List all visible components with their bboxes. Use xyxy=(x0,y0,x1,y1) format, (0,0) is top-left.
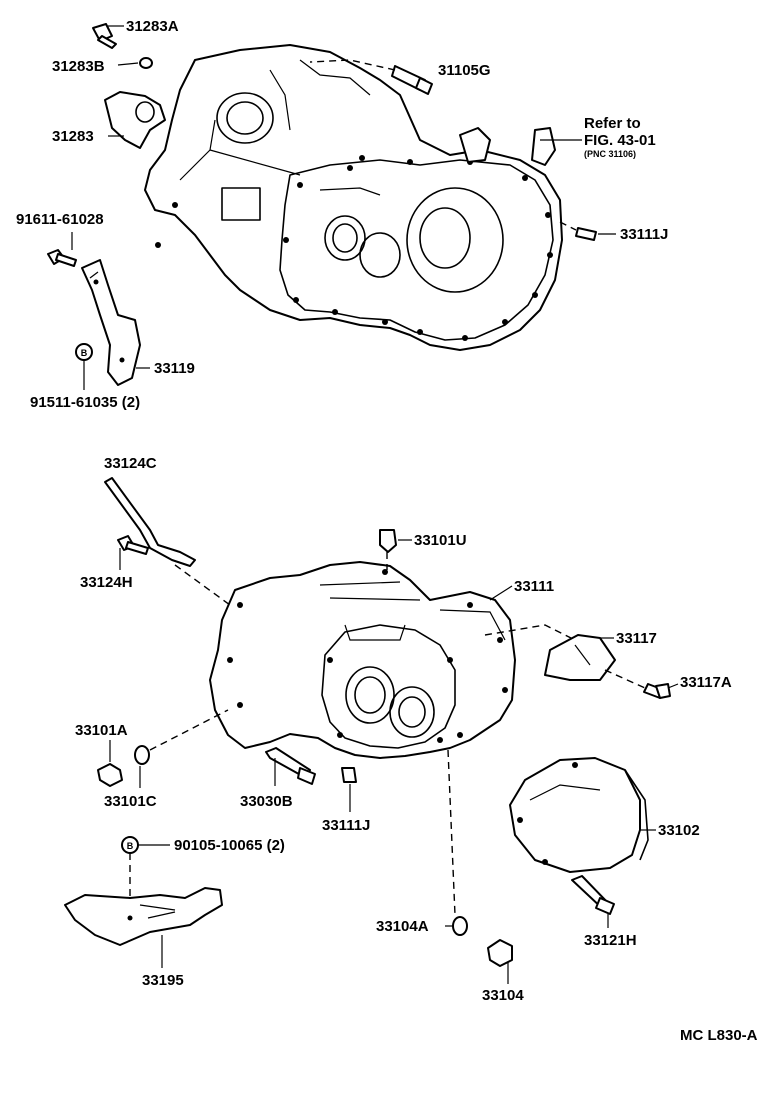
bolt-33030b xyxy=(265,747,316,785)
label-31283: 31283 xyxy=(52,128,94,145)
bracket-33117 xyxy=(544,634,616,681)
plug-33101a xyxy=(97,763,123,787)
pin-33111j-bot xyxy=(341,767,357,783)
dash-33101c xyxy=(149,709,229,751)
label-91511: 91511-61035 (2) xyxy=(30,394,140,411)
dash-33124c xyxy=(174,564,231,606)
upper-transaxle-case xyxy=(144,44,563,351)
label-33195: 33195 xyxy=(142,972,184,989)
bolt-33124h xyxy=(117,535,149,555)
dash-33111j-top xyxy=(559,221,577,231)
label-31105g: 31105G xyxy=(438,62,491,79)
footer-code: MC L830-A xyxy=(680,1027,758,1044)
label-33101c: 33101C xyxy=(104,793,157,810)
bolt-33121h xyxy=(571,875,615,915)
bolt-33117a xyxy=(643,683,671,699)
dash-33104a xyxy=(447,749,456,916)
bolt-91611 xyxy=(47,249,77,267)
rod-33124c xyxy=(104,477,196,567)
leader-31105g xyxy=(309,59,396,71)
label-33101u: 33101U xyxy=(414,532,467,549)
gasket-33104a xyxy=(452,916,468,936)
sensor-31283 xyxy=(104,91,166,149)
gasket-33101c xyxy=(134,745,150,765)
leader-31283b xyxy=(117,62,139,66)
label-91611: 91611-61028 xyxy=(16,211,104,228)
refer-line2: FIG. 43-01 xyxy=(584,132,656,149)
dash-33117 xyxy=(484,624,576,641)
label-33124h: 33124H xyxy=(80,574,133,591)
leader-33111 xyxy=(489,585,513,601)
plug-33101u xyxy=(379,529,397,553)
label-31283a: 31283A xyxy=(126,18,179,35)
plate-33195 xyxy=(64,887,223,946)
label-33101a: 33101A xyxy=(75,722,128,739)
label-33030b: 33030B xyxy=(240,793,293,810)
refer-line3: (PNC 31106) xyxy=(584,149,636,159)
cover-33102 xyxy=(509,757,649,873)
label-33119: 33119 xyxy=(154,360,195,377)
label-33111: 33111 xyxy=(514,578,554,595)
dash-33117a xyxy=(604,669,646,689)
label-33121h: 33121H xyxy=(584,932,637,949)
label-33117a: 33117A xyxy=(680,674,732,691)
leader-33117a xyxy=(667,683,679,689)
svg-text:B: B xyxy=(127,841,134,851)
bolt-31283a xyxy=(92,23,117,49)
b-marker-1: B xyxy=(75,343,93,361)
label-33102: 33102 xyxy=(658,822,700,839)
label-90105: 90105-10065 (2) xyxy=(174,837,285,854)
label-33111j-bot: 33111J xyxy=(322,817,370,834)
label-33104a: 33104A xyxy=(376,918,429,935)
label-33117: 33117 xyxy=(616,630,657,647)
label-31283b: 31283B xyxy=(52,58,105,75)
b-marker-2: B xyxy=(121,836,139,854)
label-33124c: 33124C xyxy=(104,455,157,472)
bracket-33119 xyxy=(81,259,141,386)
oring-31283b xyxy=(139,57,153,69)
refer-line1: Refer to xyxy=(584,115,641,132)
plug-33104 xyxy=(487,939,513,967)
bolt-31105g xyxy=(391,65,433,95)
label-33111j-top: 33111J xyxy=(620,226,668,243)
label-33104: 33104 xyxy=(482,987,524,1004)
pin-33111j-top xyxy=(575,227,597,241)
svg-text:B: B xyxy=(81,348,88,358)
lower-transaxle-case xyxy=(209,561,516,759)
